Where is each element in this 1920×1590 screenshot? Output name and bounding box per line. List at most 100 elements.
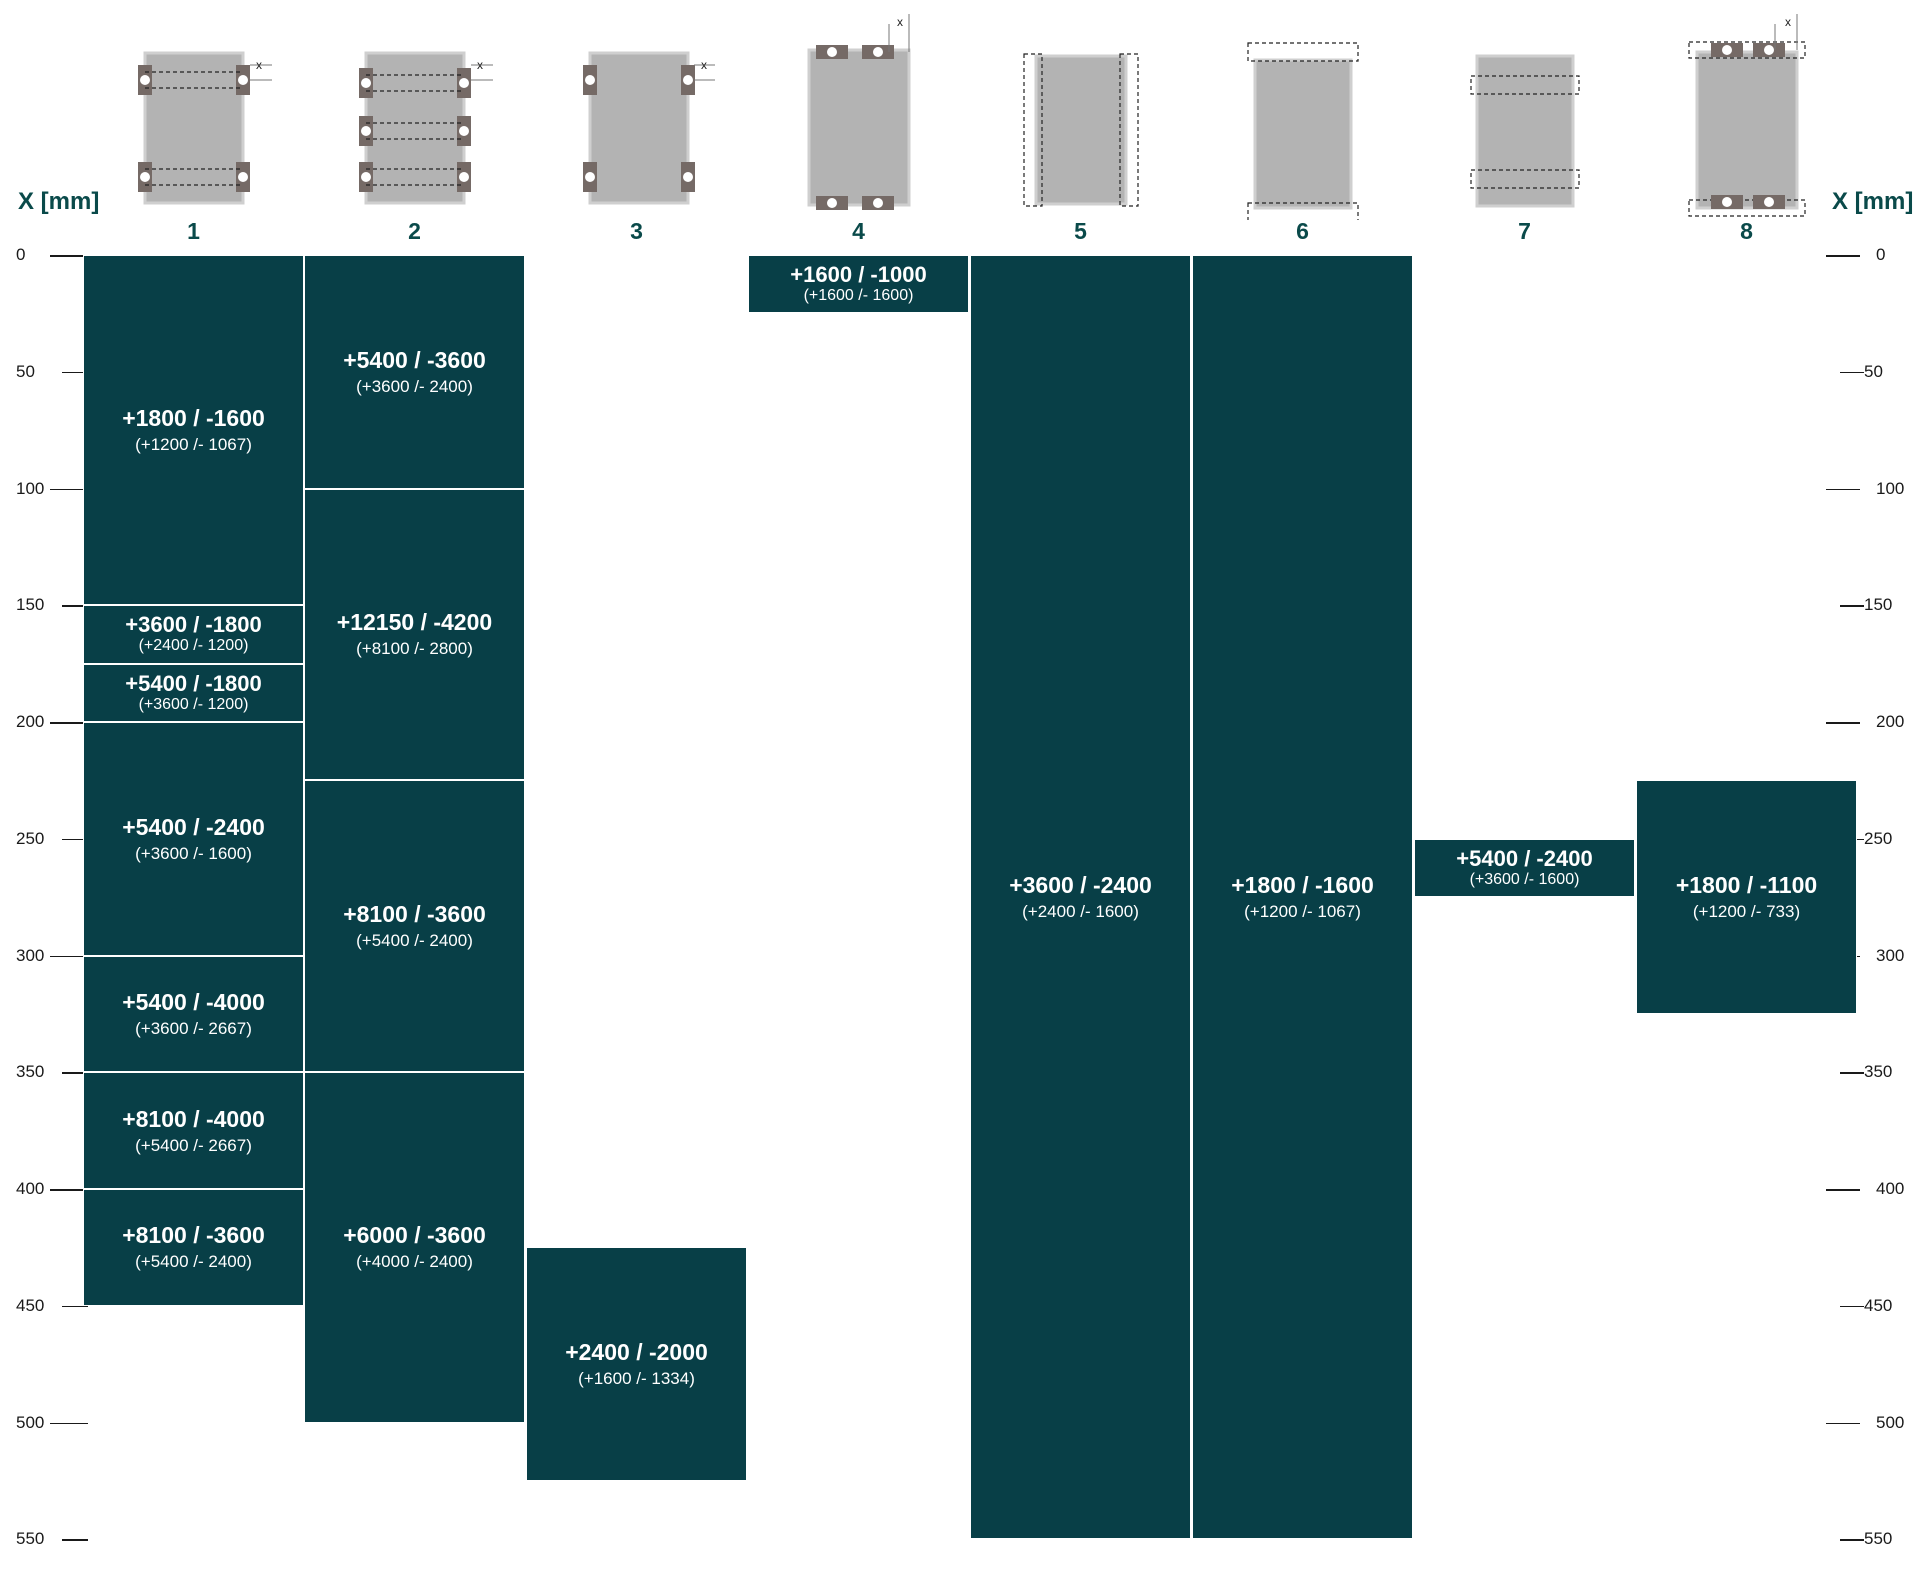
load-value-secondary: (+1200 /- 1067)	[1244, 902, 1361, 922]
load-value-secondary: (+1600 /- 1334)	[578, 1369, 695, 1389]
mounting-diagram-5	[1022, 53, 1139, 207]
mounting-diagram-8: x	[1687, 14, 1806, 217]
axis-left-tick	[50, 255, 88, 257]
clamp-hole	[584, 172, 595, 182]
axis-left-tick	[50, 1422, 88, 1424]
load-value: +1800 / -1100	[1675, 872, 1818, 899]
mounting-diagram-7	[1469, 54, 1580, 208]
load-block: +5400 / -3600(+3600 /- 2400)	[304, 255, 525, 489]
load-block: +5400 / -4000 (+3600 /- 2667)	[83, 955, 304, 1073]
clamp-hole	[139, 75, 150, 85]
load-block: +3600 / -2400(+2400 /- 1600)	[970, 255, 1191, 1540]
load-value-secondary: (+5400 /- 2400)	[135, 1252, 252, 1272]
axis-left-tick	[50, 488, 88, 490]
axis-left-tick-label: 300	[16, 945, 45, 965]
axis-left-tick-label: 250	[16, 828, 45, 848]
clamp-hole	[826, 47, 837, 57]
mounting-diagram-1: x	[137, 51, 272, 205]
load-value-secondary: (+4000 /- 2400)	[356, 1252, 473, 1272]
load-value-secondary: (+5400 /- 2400)	[356, 931, 473, 951]
clamp-hole	[458, 78, 469, 88]
axis-left-tick-label: 150	[16, 595, 45, 615]
panel-shape	[1475, 54, 1574, 208]
load-block: +5400 / -2400(+3600 /- 1600)	[1414, 838, 1635, 898]
load-value-secondary: (+3600 /- 1600)	[135, 843, 252, 863]
load-value: +1800 / -1600	[122, 405, 265, 432]
mounting-diagram-6	[1246, 42, 1359, 220]
load-value: +8100 / -3600	[343, 901, 486, 928]
column-number: 2	[408, 218, 421, 244]
axis-left-tick-label: 50	[16, 361, 35, 381]
load-block: +1800 / -1600 (+1200 /- 1067)	[1192, 255, 1413, 1540]
load-block: +1800 / -1100 (+1200 /- 733)	[1636, 780, 1857, 1014]
panel-shape	[807, 48, 910, 207]
load-value-secondary: (+1200 /- 1067)	[135, 435, 252, 455]
axis-right-tick	[1826, 1189, 1860, 1191]
load-block: +8100 / -4000 (+5400 /- 2667)	[83, 1072, 304, 1189]
clamp-hole	[360, 78, 371, 88]
axis-right-tick	[1840, 1305, 1864, 1308]
axis-right-tick-label: 300	[1876, 945, 1905, 965]
axis-right-tick-label: 100	[1876, 478, 1905, 498]
clamp-hole	[458, 172, 469, 182]
axis-right-tick-label: 200	[1876, 712, 1905, 731]
load-value-secondary: (+2400 /- 1600)	[1022, 902, 1139, 922]
axis-right-tick	[1840, 605, 1864, 607]
clamp-hole	[360, 126, 371, 136]
clamp-hole	[1721, 197, 1732, 207]
support-zone	[1118, 53, 1139, 207]
axis-left-tick	[62, 1305, 88, 1308]
clamp-hole	[682, 75, 693, 85]
load-value-secondary: (+1200 /- 733)	[1692, 902, 1801, 922]
axis-right-tick	[1840, 1539, 1864, 1541]
load-value-secondary: (+3600 /- 2667)	[135, 1018, 252, 1038]
axis-right-tick-label: 450	[1864, 1295, 1893, 1315]
panel-shape	[364, 51, 465, 205]
load-value: +1600 / -1000	[790, 262, 927, 288]
dimension-label: x	[256, 58, 262, 72]
axis-right-tick	[1826, 1422, 1860, 1424]
load-value: +3600 / -1800	[125, 612, 262, 638]
load-value: +8100 / -4000	[122, 1105, 265, 1132]
clamp-hole	[360, 172, 371, 182]
clamp-hole	[237, 172, 248, 182]
axis-left-tick	[50, 955, 88, 957]
load-block: +3600 / -1800(+2400 /- 1200)	[83, 605, 304, 664]
mounting-diagram-3: x	[582, 51, 715, 205]
load-block: +12150 / -4200(+8100 /- 2800)	[304, 488, 525, 781]
axis-right-tick	[1826, 255, 1860, 257]
clamp-hole	[1721, 45, 1732, 55]
axis-left-tick-label: 450	[16, 1295, 45, 1315]
dimension-label: x	[701, 58, 707, 72]
dimension-label: x	[477, 58, 483, 72]
mounting-diagram-2: x	[358, 51, 493, 205]
load-value: +5400 / -4000	[122, 988, 265, 1015]
load-block: +8100 / -3600(+5400 /- 2400)	[83, 1189, 304, 1306]
column-number: 4	[852, 218, 865, 244]
load-value: +6000 / -3600	[343, 1222, 486, 1249]
load-value: +1800 / -1600	[1231, 872, 1374, 899]
load-value-secondary: (+3600 /- 2400)	[356, 376, 473, 396]
load-value-secondary: (+1600 /- 1600)	[803, 287, 914, 305]
axis-left-tick-label: 550	[16, 1529, 45, 1549]
axis-left-tick	[50, 1189, 88, 1191]
axis-right-tick	[1826, 722, 1860, 724]
support-zone	[1687, 199, 1806, 217]
support-zone	[1022, 53, 1043, 207]
axis-left-tick	[62, 605, 88, 607]
panel-shape	[1695, 50, 1798, 210]
load-value: +12150 / -4200	[336, 609, 493, 636]
clamp-hole	[237, 75, 248, 85]
panel-shape	[143, 51, 244, 205]
load-value: +5400 / -2400	[1456, 845, 1593, 871]
panel-shape	[1253, 58, 1352, 210]
load-value-secondary: (+5400 /- 2667)	[135, 1135, 252, 1155]
axis-left-tick	[62, 838, 88, 841]
axis-right-tick	[1840, 371, 1864, 374]
load-value: +2400 / -2000	[565, 1339, 708, 1366]
clamp-hole	[139, 172, 150, 182]
axis-right-tick-label: 550	[1864, 1529, 1893, 1549]
axis-right-tick-label: 500	[1876, 1412, 1905, 1432]
clamp-hole	[872, 198, 883, 208]
